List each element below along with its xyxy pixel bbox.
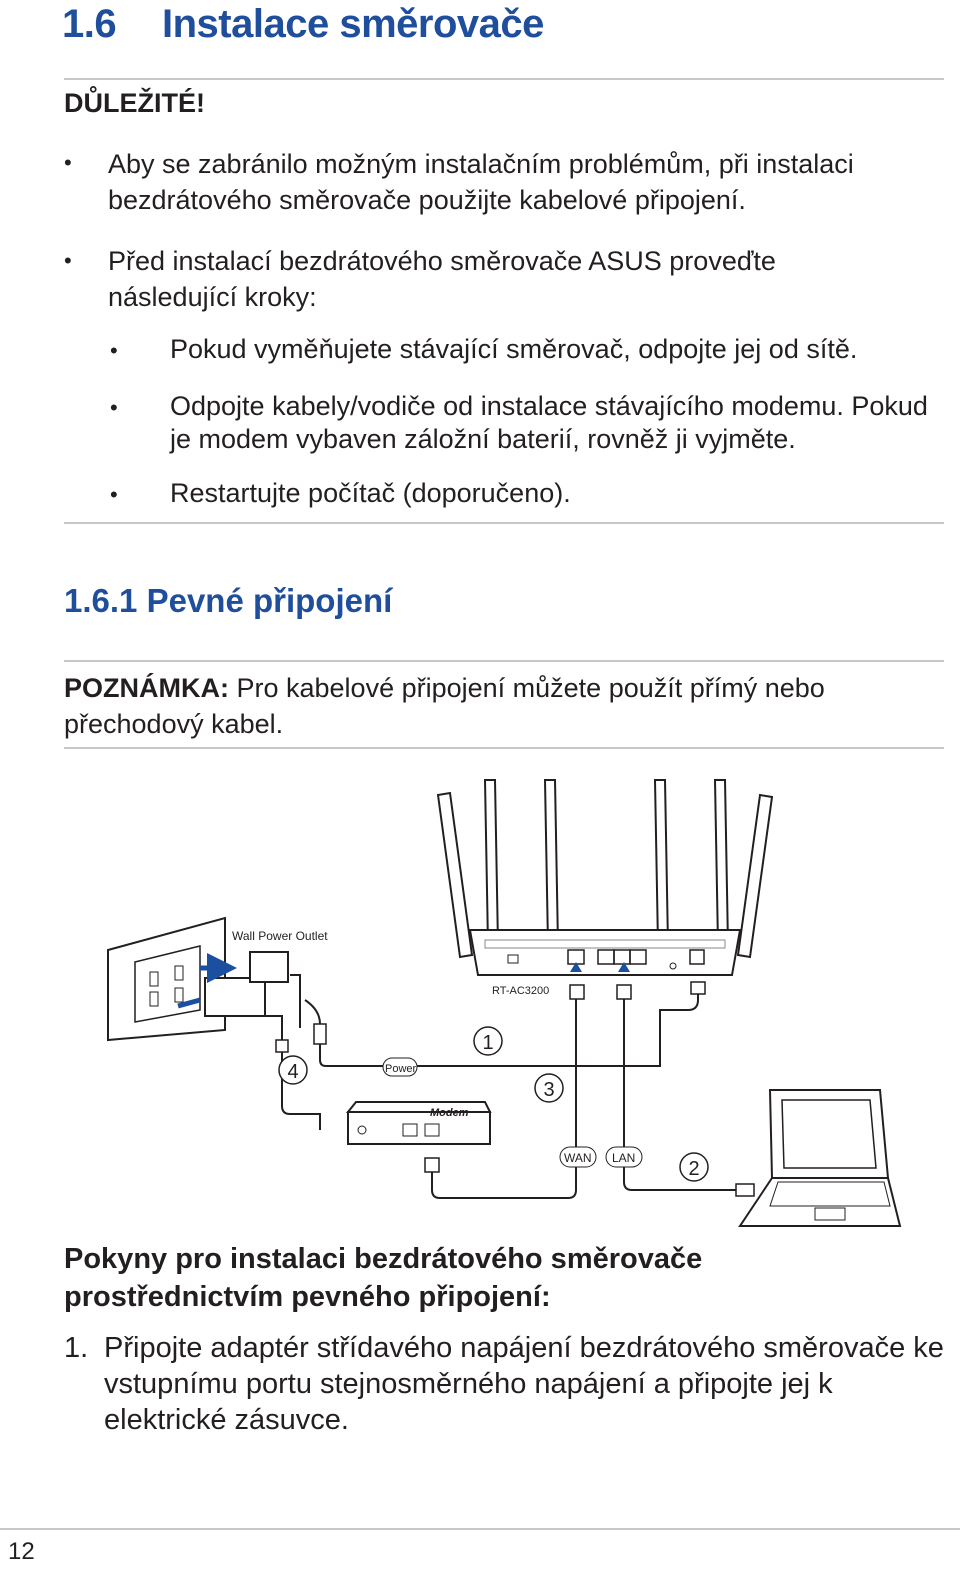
sub-bullet-item: Pokud vyměňujete stávající směrovač, odp… [170, 334, 858, 364]
power-label: Power [385, 1063, 417, 1075]
subsection-number: 1.6.1 [64, 582, 138, 619]
marker-label: 1 [482, 1032, 493, 1054]
divider [64, 522, 944, 524]
step-number: 1. [64, 1332, 89, 1364]
modem [345, 1101, 492, 1145]
router-model-label: RT-AC3200 [492, 985, 549, 997]
step-marker: 1 [473, 1026, 503, 1056]
sub-bullet-item: Odpojte kabely/vodiče od instalace stáva… [170, 391, 928, 454]
bullet-item: Aby se zabránilo možným instalačním prob… [108, 149, 854, 215]
sub-bullet-dot: • [110, 338, 118, 363]
section-number: 1.6 [62, 2, 117, 46]
power-adapter [177, 951, 289, 1017]
subsection-title: 1.6.1 Pevné připojení [64, 582, 392, 620]
lan-label: LAN [612, 1151, 635, 1165]
bullet-dot: • [64, 248, 72, 273]
marker-label: 3 [543, 1079, 554, 1101]
step-text: Připojte adaptér střídavého napájení bez… [104, 1332, 944, 1436]
section-title: 1.6 Instalace směrovače [62, 2, 544, 47]
lan-label-box [605, 1146, 643, 1168]
wan-label: WAN [564, 1151, 592, 1165]
sub-bullet-dot: • [110, 482, 118, 507]
connection-diagram: Wall Power Outlet RT-AC3200 [107, 779, 902, 1227]
step-marker: 4 [278, 1055, 308, 1085]
laptop [738, 1089, 902, 1227]
page-number: 12 [8, 1538, 35, 1565]
note: POZNÁMKA: Pro kabelové připojení můžete … [64, 670, 904, 742]
instructions-heading: Pokyny pro instalaci bezdrátového směrov… [64, 1243, 703, 1313]
divider [64, 660, 944, 662]
sub-bullet-dot: • [110, 395, 118, 420]
wall-outlet-label: Wall Power Outlet [232, 929, 328, 943]
wan-label-box [559, 1146, 597, 1168]
bullet-item: Před instalací bezdrátového směrovače AS… [108, 246, 776, 312]
sub-bullet-item: Restartujte počítač (doporučeno). [170, 478, 571, 508]
step-marker: 2 [679, 1152, 709, 1182]
note-label: POZNÁMKA: [64, 673, 229, 703]
important-label: DŮLEŽITÉ! [64, 88, 205, 118]
instruction-step: 1. Připojte adaptér střídavého napájení … [64, 1330, 944, 1440]
cables [252, 974, 740, 1199]
footer-divider [0, 1528, 960, 1530]
divider [64, 78, 944, 80]
subsection-title-text: Pevné připojení [146, 582, 393, 619]
power-label-box [382, 1057, 418, 1077]
router [468, 929, 742, 976]
step-marker: 3 [534, 1073, 564, 1103]
section-title-text: Instalace směrovače [162, 2, 544, 46]
marker-label: 2 [688, 1158, 699, 1180]
divider [64, 747, 944, 749]
note-text: Pro kabelové připojení můžete použít pří… [64, 673, 825, 739]
marker-label: 4 [287, 1061, 298, 1083]
cable-plugs [275, 981, 755, 1197]
modem-label: Modem [430, 1107, 469, 1119]
bullet-dot: • [64, 150, 72, 175]
wall-outlet [107, 916, 226, 1042]
